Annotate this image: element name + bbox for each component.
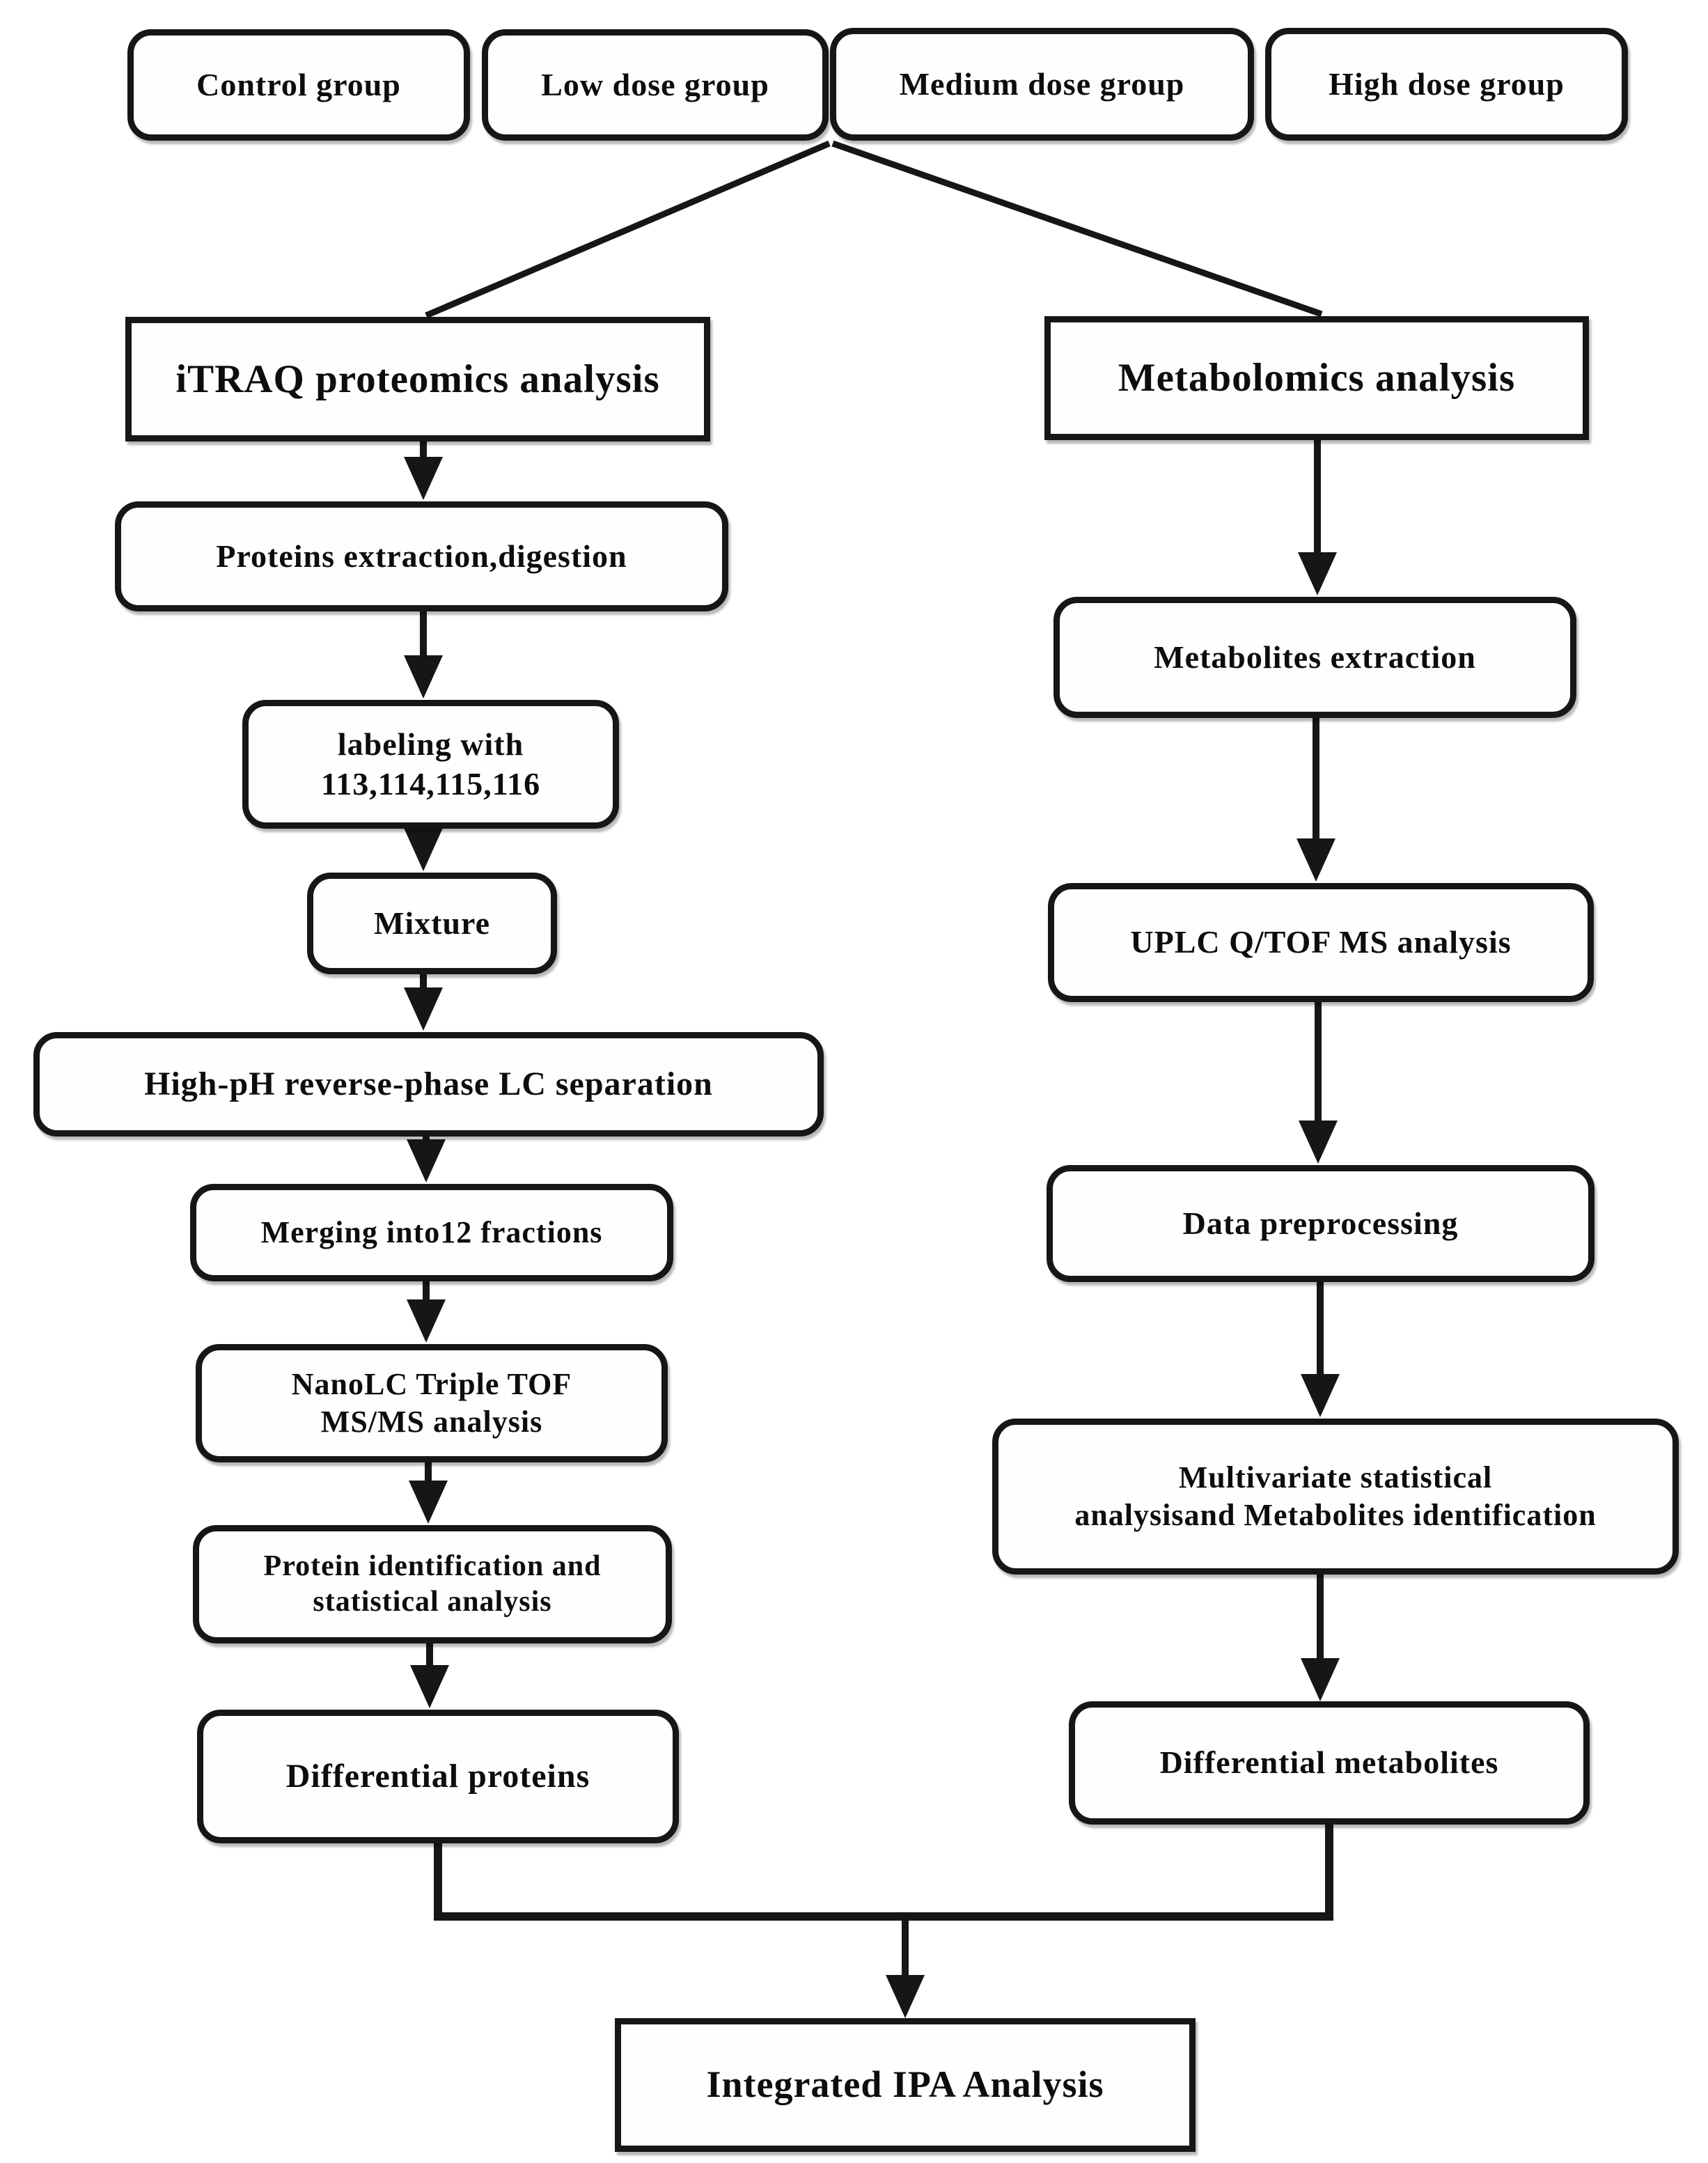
arrow-metabolomics-to-extraction [1298,439,1337,595]
node-metabolomics-header: Metabolomics analysis [1044,316,1589,440]
arrow-separation-to-merging [407,1135,446,1182]
node-itraq-proteomics-header: iTRAQ proteomics analysis [125,317,710,442]
node-mixture: Mixture [307,873,557,974]
node-merging-fractions: Merging into12 fractions [190,1184,673,1281]
node-high-dose-group: High dose group [1265,28,1628,141]
diagonal-line-to-proteomics [425,140,831,319]
node-control-group: Control group [127,29,470,141]
arrow-mixture-to-separation [404,974,443,1031]
elbow-connector-merge [434,1823,1333,1921]
arrow-merge-to-ipa [886,1916,925,2018]
arrow-preprocessing-to-multivariate [1301,1281,1340,1417]
arrow-multivariate-to-diffmetabolites [1301,1574,1340,1701]
arrow-uplc-to-preprocessing [1299,1001,1338,1164]
node-differential-metabolites: Differential metabolites [1069,1701,1590,1825]
arrow-merging-to-nanolc [407,1280,446,1343]
node-highph-separation: High-pH reverse-phase LC separation [33,1032,824,1137]
arrow-extraction-to-labeling [404,611,443,698]
node-medium-dose-group: Medium dose group [830,28,1254,141]
node-protein-identification: Protein identification and statistical a… [193,1525,672,1643]
node-differential-proteins: Differential proteins [197,1710,679,1843]
arrow-labeling-to-mixture [404,827,443,871]
node-proteins-extraction: Proteins extraction,digestion [115,501,728,611]
node-multivariate-analysis: Multivariate statistical analysisand Met… [992,1419,1679,1575]
node-uplc-qtof: UPLC Q/TOF MS analysis [1048,883,1594,1002]
node-low-dose-group: Low dose group [482,29,829,141]
arrow-identification-to-diffproteins [410,1642,449,1708]
arrow-nanolc-to-identification [409,1461,448,1524]
node-labeling: labeling with 113,114,115,116 [242,700,619,829]
node-nanolc-msms: NanoLC Triple TOF MS/MS analysis [196,1344,668,1462]
arrow-itraq-to-extraction [404,442,443,500]
arrow-extraction-to-uplc [1296,717,1335,882]
node-data-preprocessing: Data preprocessing [1047,1165,1595,1282]
node-integrated-ipa-analysis: Integrated IPA Analysis [615,2018,1196,2152]
node-metabolites-extraction: Metabolites extraction [1053,597,1576,718]
diagonal-line-to-metabolomics [831,140,1323,318]
